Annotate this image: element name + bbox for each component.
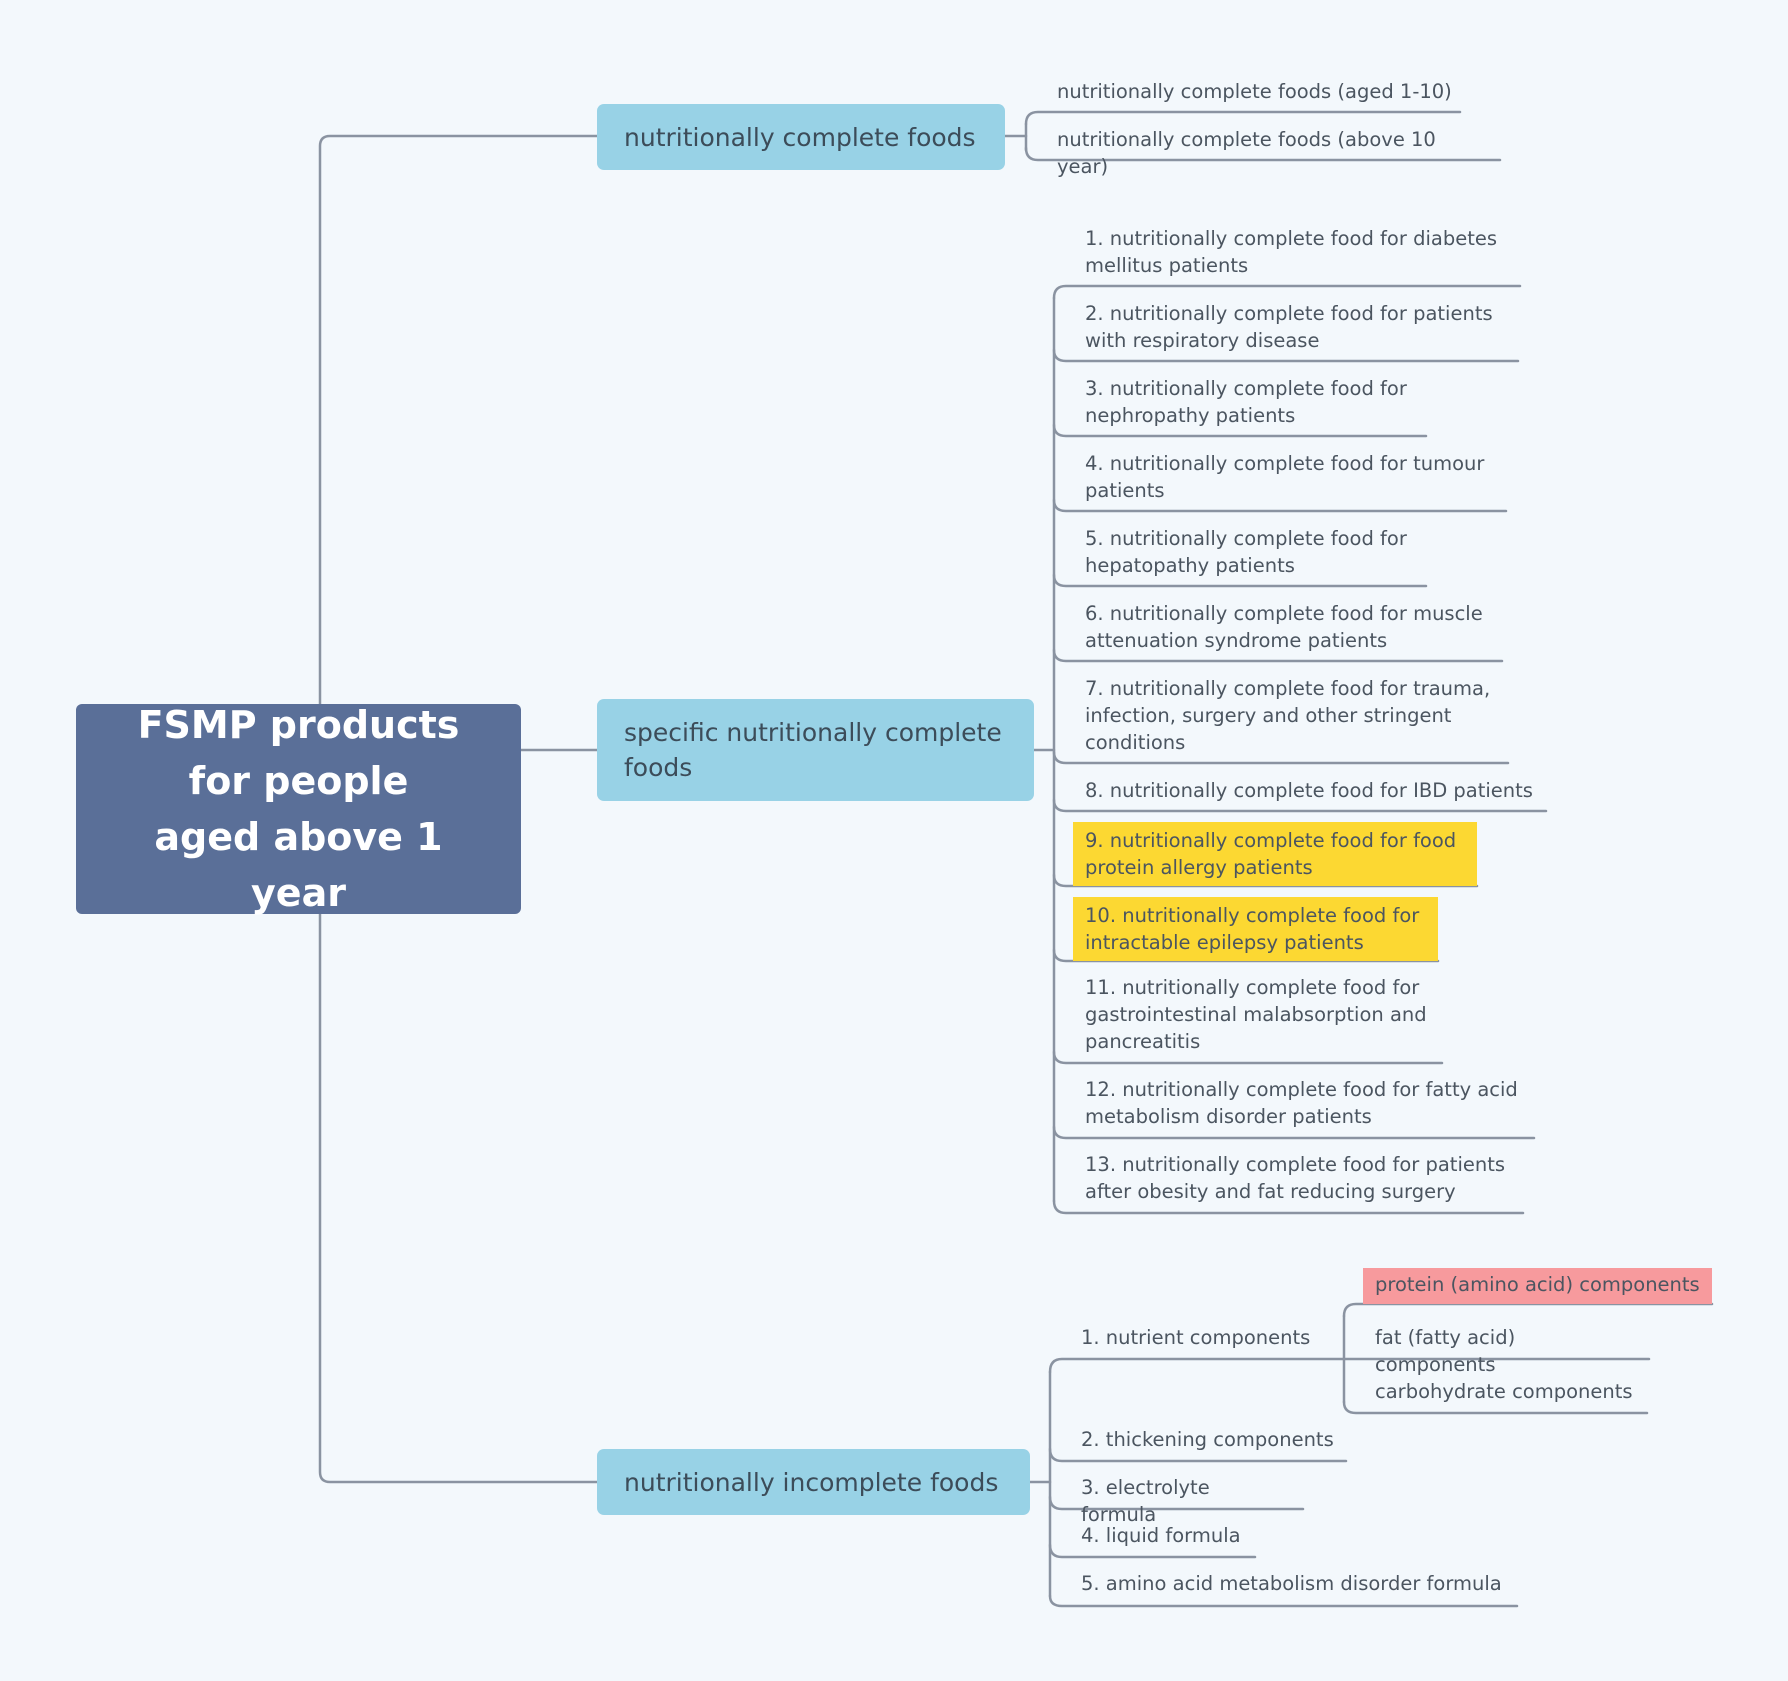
connector-b2-item8 <box>1052 798 1548 813</box>
connector-root-branch3 <box>318 912 599 1484</box>
connector-b2-item9 <box>1052 873 1479 888</box>
connector-b2-item2 <box>1052 348 1520 363</box>
leaf-label: 6. nutritionally complete food for muscl… <box>1085 602 1483 652</box>
leaf-fat-components[interactable]: fat (fatty acid) components <box>1363 1324 1649 1378</box>
leaf-label: nutritionally complete foods (aged 1-10) <box>1057 80 1452 103</box>
root-topic-label: FSMP products for people aged above 1 ye… <box>137 703 460 915</box>
leaf-specific-item-10-highlighted[interactable]: 10. nutritionally complete food for intr… <box>1073 897 1438 961</box>
leaf-label: 9. nutritionally complete food for food … <box>1085 829 1457 879</box>
leaf-incomplete-item-4[interactable]: 4. liquid formula <box>1069 1522 1255 1549</box>
leaf-specific-item-9-highlighted[interactable]: 9. nutritionally complete food for food … <box>1073 822 1477 886</box>
leaf-label: 12. nutritionally complete food for fatt… <box>1085 1078 1518 1128</box>
connector-root-branch1 <box>318 134 599 706</box>
leaf-label: nutritionally complete foods (above 10 y… <box>1057 128 1436 178</box>
leaf-carbohydrate-components[interactable]: carbohydrate components <box>1363 1378 1647 1405</box>
connector-b3-item3 <box>1048 1495 1305 1511</box>
leaf-specific-item-2[interactable]: 2. nutritionally complete food for patie… <box>1073 300 1518 354</box>
leaf-label: 5. nutritionally complete food for hepat… <box>1085 527 1407 577</box>
connector-b2-item13 <box>1052 1199 1525 1215</box>
leaf-label: 7. nutritionally complete food for traum… <box>1085 677 1491 754</box>
root-topic[interactable]: FSMP products for people aged above 1 ye… <box>76 703 521 915</box>
leaf-label: 4. nutritionally complete food for tumou… <box>1085 452 1485 502</box>
leaf-label: 8. nutritionally complete food for IBD p… <box>1085 779 1533 802</box>
connector-sub-item1 <box>1342 1302 1714 1318</box>
connector-b1-item1 <box>1024 110 1462 126</box>
branch-label: nutritionally complete foods <box>624 122 976 152</box>
connector-b2-item11 <box>1052 1050 1444 1065</box>
leaf-specific-item-13[interactable]: 13. nutritionally complete food for pati… <box>1073 1151 1523 1205</box>
connector-b2-item12 <box>1052 1125 1536 1140</box>
connector-sub-item3 <box>1342 1400 1649 1415</box>
connector-b2-item4 <box>1052 498 1508 513</box>
leaf-label: 4. liquid formula <box>1081 1524 1241 1547</box>
leaf-incomplete-item-2[interactable]: 2. thickening components <box>1069 1426 1346 1453</box>
leaf-specific-item-4[interactable]: 4. nutritionally complete food for tumou… <box>1073 450 1506 504</box>
branch-label: nutritionally incomplete foods <box>624 1467 999 1497</box>
leaf-specific-item-5[interactable]: 5. nutritionally complete food for hepat… <box>1073 525 1426 579</box>
leaf-label: 3. electrolyte formula <box>1081 1476 1210 1526</box>
leaf-incomplete-item-1[interactable]: 1. nutrient components <box>1069 1324 1344 1351</box>
connector-b2-item5 <box>1052 573 1428 588</box>
leaf-incomplete-item-3[interactable]: 3. electrolyte formula <box>1069 1474 1303 1528</box>
leaf-specific-item-1[interactable]: 1. nutritionally complete food for diabe… <box>1073 225 1518 279</box>
leaf-label: 1. nutritionally complete food for diabe… <box>1085 227 1497 277</box>
connector-b3-item5 <box>1048 1594 1519 1608</box>
leaf-label: 13. nutritionally complete food for pati… <box>1085 1153 1506 1203</box>
leaf-label: 2. nutritionally complete food for patie… <box>1085 302 1493 352</box>
leaf-specific-item-11[interactable]: 11. nutritionally complete food for gast… <box>1073 974 1442 1055</box>
leaf-label: 10. nutritionally complete food for intr… <box>1085 904 1420 954</box>
connector-b3-item2 <box>1048 1447 1348 1463</box>
leaf-incomplete-item-5[interactable]: 5. amino acid metabolism disorder formul… <box>1069 1570 1517 1597</box>
leaf-complete-aged-1-10[interactable]: nutritionally complete foods (aged 1-10) <box>1045 78 1465 105</box>
leaf-specific-item-7[interactable]: 7. nutritionally complete food for traum… <box>1073 675 1508 756</box>
branch-nutritionally-complete-foods[interactable]: nutritionally complete foods <box>597 104 1005 170</box>
branch-nutritionally-incomplete-foods[interactable]: nutritionally incomplete foods <box>597 1449 1030 1515</box>
leaf-label: 11. nutritionally complete food for gast… <box>1085 976 1427 1053</box>
connector-b2-item1 <box>1052 284 1522 300</box>
leaf-label: 2. thickening components <box>1081 1428 1334 1451</box>
branch-specific-nutritionally-complete-foods[interactable]: specific nutritionally complete foods <box>597 699 1034 801</box>
leaf-specific-item-6[interactable]: 6. nutritionally complete food for muscl… <box>1073 600 1502 654</box>
leaf-specific-item-3[interactable]: 3. nutritionally complete food for nephr… <box>1073 375 1426 429</box>
branch-label: specific nutritionally complete foods <box>624 718 1002 782</box>
leaf-label: 5. amino acid metabolism disorder formul… <box>1081 1572 1502 1595</box>
leaf-complete-above-10[interactable]: nutritionally complete foods (above 10 y… <box>1045 126 1505 180</box>
connector-b2-item6 <box>1052 648 1504 663</box>
connector-b3-item4 <box>1048 1543 1257 1559</box>
connector-b2-item7 <box>1052 750 1510 765</box>
connector-b2-item10 <box>1052 948 1440 963</box>
leaf-specific-item-8[interactable]: 8. nutritionally complete food for IBD p… <box>1073 777 1553 804</box>
leaf-label: 3. nutritionally complete food for nephr… <box>1085 377 1407 427</box>
connector-b2-item3 <box>1052 423 1428 438</box>
leaf-specific-item-12[interactable]: 12. nutritionally complete food for fatt… <box>1073 1076 1534 1130</box>
connector-b3-item1 <box>1048 1357 1346 1374</box>
leaf-label: carbohydrate components <box>1375 1380 1633 1403</box>
leaf-protein-components-highlighted[interactable]: protein (amino acid) components <box>1363 1268 1712 1304</box>
leaf-label: protein (amino acid) components <box>1375 1273 1700 1296</box>
leaf-label: fat (fatty acid) components <box>1375 1326 1516 1376</box>
leaf-label: 1. nutrient components <box>1081 1326 1311 1349</box>
connector-b1-item2 <box>1024 146 1502 162</box>
